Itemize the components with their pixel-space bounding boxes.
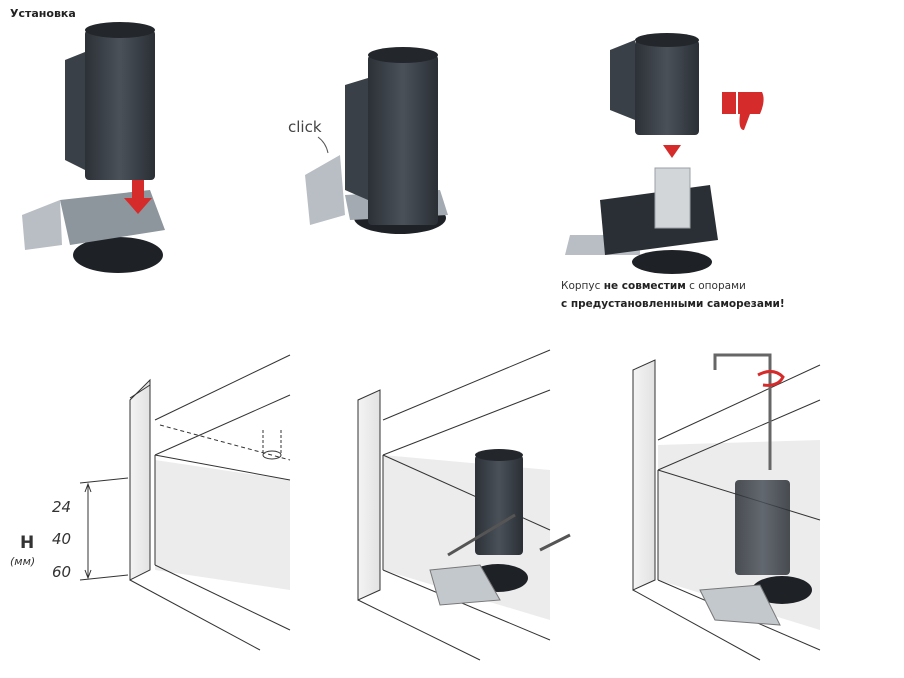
caption-bold-text: не совместим xyxy=(603,280,686,292)
step6-cabinet-illustration xyxy=(632,353,821,661)
caption-bold-text: с предустановленными саморезами! xyxy=(561,298,785,310)
unit-label: (мм) xyxy=(10,555,36,568)
step4-cabinet-illustration xyxy=(79,354,291,651)
click-label: click xyxy=(288,118,322,136)
caption-text: с опорами xyxy=(685,280,746,292)
section-title: Установка xyxy=(10,7,76,20)
caption-text: Корпус xyxy=(561,280,604,292)
step3-illustration xyxy=(565,33,764,274)
thumbs-down-icon xyxy=(722,92,764,130)
incompatibility-warning: Корпус не совместим с опорами с предуста… xyxy=(561,277,785,313)
height-value: 40 xyxy=(52,530,72,548)
down-arrow-icon xyxy=(124,180,152,214)
step2-illustration xyxy=(305,47,448,234)
rotate-arrow-icon xyxy=(757,370,785,387)
step5-cabinet-illustration xyxy=(357,349,571,661)
height-label: H xyxy=(20,533,35,553)
height-value: 24 xyxy=(52,498,72,516)
step1-illustration xyxy=(22,22,165,273)
height-value: 60 xyxy=(52,563,72,581)
